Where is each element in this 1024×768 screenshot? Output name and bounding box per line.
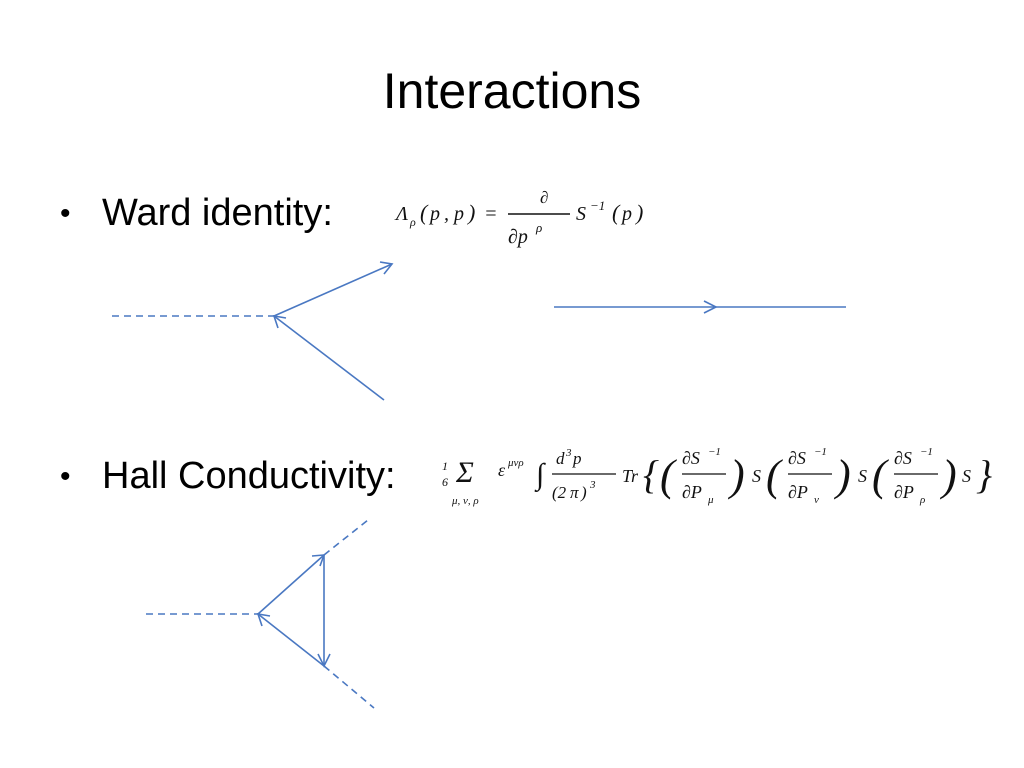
- svg-text:π: π: [570, 483, 579, 502]
- triangle-edge-lower: [257, 613, 325, 667]
- svg-text:∂S: ∂S: [682, 448, 700, 468]
- svg-text:(: (: [612, 200, 621, 225]
- svg-text:(: (: [660, 451, 677, 500]
- svg-text:): ): [727, 451, 745, 500]
- svg-text:(: (: [420, 200, 429, 225]
- svg-text:d: d: [556, 449, 565, 468]
- svg-text:ρ: ρ: [535, 220, 542, 235]
- svg-text:μ, ν, ρ: μ, ν, ρ: [451, 495, 479, 507]
- svg-text:Λ: Λ: [394, 203, 408, 225]
- fermion-line-out: [273, 263, 393, 317]
- bullet-label: Hall Conductivity:: [102, 455, 396, 497]
- svg-text:ρ: ρ: [919, 494, 925, 506]
- svg-text:}: }: [976, 452, 992, 497]
- fermion-line-in: [273, 315, 385, 401]
- svg-text:∂P: ∂P: [894, 482, 914, 502]
- arrow-head-right: [317, 653, 331, 668]
- svg-text:): ): [833, 451, 851, 500]
- svg-text:∂S: ∂S: [788, 448, 806, 468]
- svg-text:): ): [580, 483, 587, 502]
- svg-text:S: S: [962, 466, 971, 486]
- svg-text:): ): [939, 451, 957, 500]
- svg-text:∂P: ∂P: [682, 482, 702, 502]
- svg-text:∂p: ∂p: [508, 226, 528, 248]
- svg-text:(: (: [766, 451, 783, 500]
- svg-text:S: S: [858, 466, 867, 486]
- svg-text:∂P: ∂P: [788, 482, 808, 502]
- svg-text:{: {: [643, 452, 659, 497]
- svg-text:): ): [466, 200, 475, 225]
- bullet-dot: •: [60, 196, 71, 230]
- hall-conductivity-equation: 1 6 Σ μ, ν, ρ ε μνρ ∫ d 3 p (2 π ) 3 Tr …: [442, 446, 992, 507]
- svg-text:1: 1: [442, 459, 448, 473]
- svg-text:μνρ: μνρ: [507, 457, 524, 469]
- svg-text:(2: (2: [552, 483, 567, 502]
- bullet-hall-conductivity: • Hall Conductivity:: [60, 455, 396, 498]
- svg-text:p: p: [452, 203, 464, 225]
- svg-text:∂S: ∂S: [894, 448, 912, 468]
- svg-text:p: p: [428, 203, 440, 225]
- ward-identity-equation: Λ ρ ( p , p ) = ∂ ∂p ρ S −1 ( p ): [394, 188, 643, 248]
- photon-line-dashed-top: [323, 519, 369, 556]
- svg-text:,: ,: [444, 203, 449, 225]
- svg-text:Σ: Σ: [455, 456, 474, 489]
- svg-text:∂: ∂: [540, 188, 548, 207]
- svg-text:Tr: Tr: [622, 466, 639, 486]
- bullet-label: Ward identity:: [102, 192, 333, 234]
- svg-text:ν: ν: [814, 494, 819, 506]
- arrow-head-out: [379, 261, 394, 275]
- svg-text:ρ: ρ: [409, 215, 416, 229]
- svg-text:=: =: [484, 203, 498, 225]
- svg-text:(: (: [872, 451, 889, 500]
- triangle-edge-upper: [257, 554, 325, 615]
- svg-text:6: 6: [442, 475, 448, 489]
- arrow-head-in: [272, 314, 287, 329]
- svg-text:∫: ∫: [534, 458, 546, 493]
- bullet-ward-identity: • Ward identity:: [60, 192, 333, 235]
- svg-text:S: S: [752, 466, 761, 486]
- svg-text:−1: −1: [590, 198, 605, 213]
- svg-text:3: 3: [565, 447, 572, 459]
- svg-text:S: S: [576, 203, 586, 225]
- svg-text:p: p: [620, 203, 632, 225]
- propagator-arrow-head: [703, 300, 718, 314]
- bullet-dot: •: [60, 459, 71, 493]
- svg-text:μ: μ: [707, 494, 714, 506]
- svg-text:): ): [634, 200, 643, 225]
- slide-title: Interactions: [382, 63, 642, 119]
- svg-text:−1: −1: [708, 446, 721, 458]
- svg-text:−1: −1: [920, 446, 933, 458]
- photon-line-dashed-bottom: [323, 665, 375, 709]
- arrow-head-upper: [311, 554, 326, 567]
- svg-text:3: 3: [589, 479, 596, 491]
- svg-text:ε: ε: [498, 460, 506, 480]
- svg-text:−1: −1: [814, 446, 827, 458]
- arrow-head-lower: [256, 612, 271, 627]
- svg-text:p: p: [572, 449, 582, 468]
